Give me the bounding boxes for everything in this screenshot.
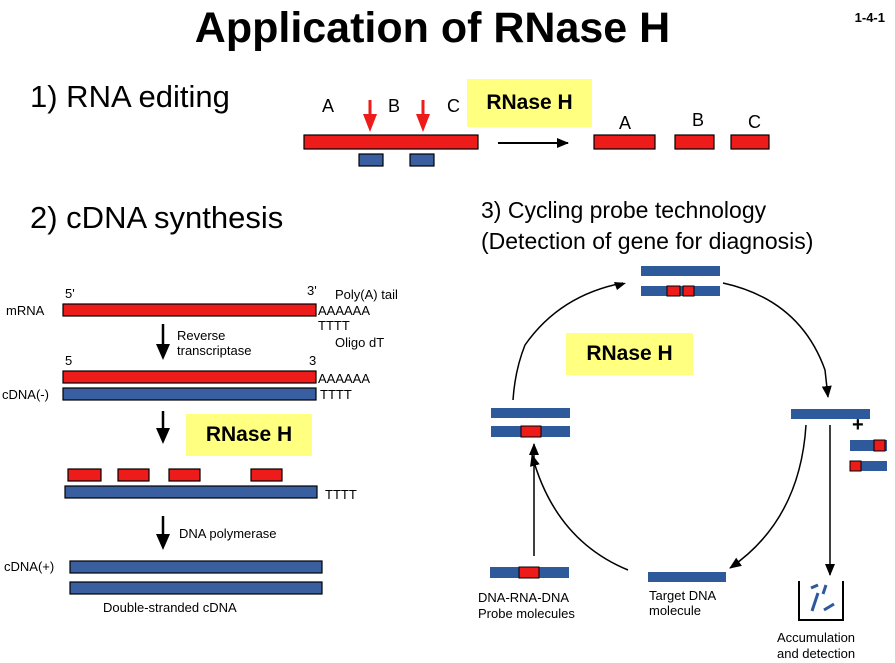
oligo-dt-sequence-2: TTTT (320, 387, 352, 402)
top-probe-rna-1 (666, 285, 681, 297)
section-3-heading-line-2: (Detection of gene for diagnosis) (481, 228, 814, 254)
poly-a-tail-label: Poly(A) tail (335, 287, 398, 302)
section-1-heading: 1) RNA editing (30, 79, 230, 114)
right-target-dna (791, 409, 870, 419)
cycle-arrow-right-top (722, 282, 832, 398)
mrna-hybrid-strand (62, 370, 317, 384)
probe-label-line-2: Probe molecules (478, 606, 575, 621)
poly-a-sequence-2: AAAAAA (318, 371, 371, 386)
three-prime-label-1: 3' (307, 283, 317, 298)
cycle-arrow-left-bottom (530, 454, 629, 571)
double-stranded-label: Double-stranded cDNA (103, 600, 237, 615)
rna-strand (303, 134, 479, 150)
mrna-strand (62, 303, 317, 317)
oligo-dt-sequence-3: TTTT (325, 487, 357, 502)
rna-fragment-2 (117, 468, 150, 482)
five-prime-label-1: 5' (65, 286, 75, 301)
segment-label-c: C (447, 96, 460, 116)
mrna-label: mRNA (6, 303, 45, 318)
result-label-b: B (692, 110, 705, 130)
segment-label-b: B (388, 96, 401, 116)
page-title: Application of RNase H (194, 4, 671, 52)
three-prime-label-2: 3 (309, 353, 317, 368)
cdna-plus-strand (69, 560, 323, 574)
rna-editing-diagram (303, 100, 770, 167)
target-label-line-2: molecule (649, 603, 702, 618)
dna-oligo-2 (409, 153, 435, 167)
top-target-dna (641, 266, 720, 276)
section-2-heading: 2) cDNA synthesis (30, 200, 284, 235)
plus-sign: + (852, 414, 864, 436)
poly-a-sequence-1: AAAAAA (318, 303, 371, 318)
fragment-c (730, 134, 770, 150)
dna-oligo-1 (358, 153, 384, 167)
fragment-a (593, 134, 656, 150)
probe-label-line-1: DNA-RNA-DNA (478, 590, 569, 605)
fragment-b (674, 134, 715, 150)
cleaved-fragment-2 (850, 461, 887, 471)
cleaved-fragment-1 (850, 440, 887, 451)
rna-fragment-4 (250, 468, 283, 482)
cdna-plus-label: cDNA(+) (4, 559, 55, 574)
rnase-h-badge-3: RNase H (566, 333, 693, 375)
free-probe-rna (518, 566, 540, 579)
cycle-arrow-right-bottom (729, 424, 807, 569)
accumulation-label-line-1: Accumulation (777, 630, 856, 645)
oligo-dt-label: Oligo dT (335, 335, 385, 350)
rnase-h-badge-2: RNase H (186, 414, 312, 456)
cdna-template-strand (64, 485, 318, 499)
transcriptase-label: transcriptase (177, 343, 252, 358)
cleaved-fragment-1-rna (873, 439, 886, 452)
five-prime-label-2: 5 (65, 353, 73, 368)
cut-site-arrowhead-1 (363, 114, 377, 132)
accumulation-label-line-2: and detection (777, 646, 856, 661)
cycle-arrow-left-top (512, 282, 624, 401)
top-probe-rna-2 (682, 285, 695, 297)
detection-container-icon (798, 581, 844, 621)
cdna-complement-strand (69, 581, 323, 595)
cycling-probe-diagram (490, 266, 887, 621)
reverse-label: Reverse (177, 328, 226, 343)
cdna-minus-label: cDNA(-) (2, 387, 49, 402)
dna-polymerase-label: DNA polymerase (179, 526, 277, 541)
cdna-synthesis-diagram (62, 303, 323, 595)
slide-number: 1-4-1 (854, 10, 885, 25)
rna-fragment-3 (168, 468, 201, 482)
oligo-dt-sequence-1: TTTT (318, 318, 350, 333)
cut-site-arrowhead-2 (416, 114, 430, 132)
rna-fragment-1 (67, 468, 102, 482)
segment-label-a: A (322, 96, 335, 116)
result-label-c: C (748, 112, 761, 132)
section-3-heading-line-1: 3) Cycling probe technology (481, 197, 767, 223)
rnase-h-badge-1: RNase H (467, 79, 592, 127)
left-probe-rna (520, 425, 542, 438)
cleaved-fragment-2-rna (849, 460, 862, 472)
cdna-minus-strand (62, 387, 317, 401)
free-target-dna (648, 572, 726, 582)
left-target-dna (491, 408, 570, 418)
target-label-line-1: Target DNA (649, 588, 717, 603)
result-label-a: A (619, 113, 632, 133)
